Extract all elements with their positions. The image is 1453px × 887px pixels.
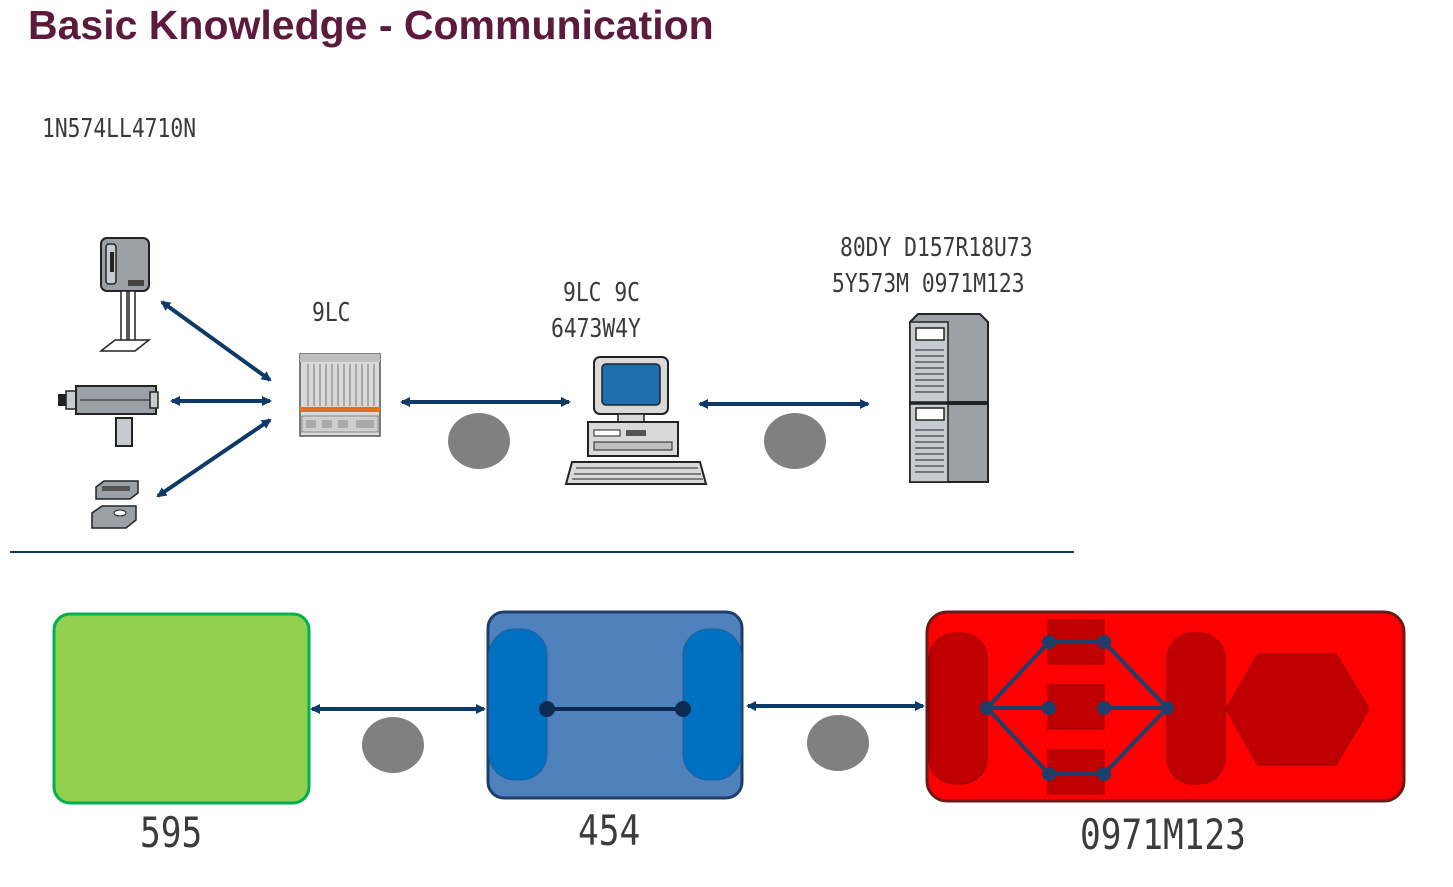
connector-circle-block1-block2 [362, 717, 424, 773]
block1-label: 595 [140, 808, 203, 857]
connector-circle-plc-pc [448, 413, 510, 469]
block2-label: 454 [578, 806, 641, 855]
sensor-device-icon [98, 237, 152, 352]
plc-rack-icon [299, 353, 381, 437]
plc-pc-gateway-label-line2: 6473W4Y [551, 314, 641, 344]
installation-label: 1N574LL4710N [42, 114, 197, 144]
plc-pc-gateway-label-line1: 9LC 9C [563, 278, 641, 308]
server-tower-icon [909, 313, 989, 483]
block3-red [925, 610, 1406, 803]
pc-computer-icon [564, 356, 708, 485]
body-system-label-line2: 5Y573M 0971M123 [832, 269, 1025, 299]
arrow-proximity-plc [156, 418, 272, 498]
proximity-sensor-icon [91, 480, 139, 529]
plc-label: 9LC [312, 298, 351, 328]
block1-green [52, 612, 311, 805]
page-title: Basic Knowledge - Communication [28, 2, 714, 48]
block2-blue [486, 610, 744, 800]
connector-circle-block2-block3 [807, 715, 869, 771]
body-system-label-line1: 80DY D157R18U73 [840, 233, 1033, 263]
arrow-sensor-plc [160, 300, 272, 382]
connector-circle-pc-server [764, 413, 826, 469]
block3-label: 0971M123 [1080, 810, 1246, 859]
camera-device-icon [58, 385, 159, 447]
